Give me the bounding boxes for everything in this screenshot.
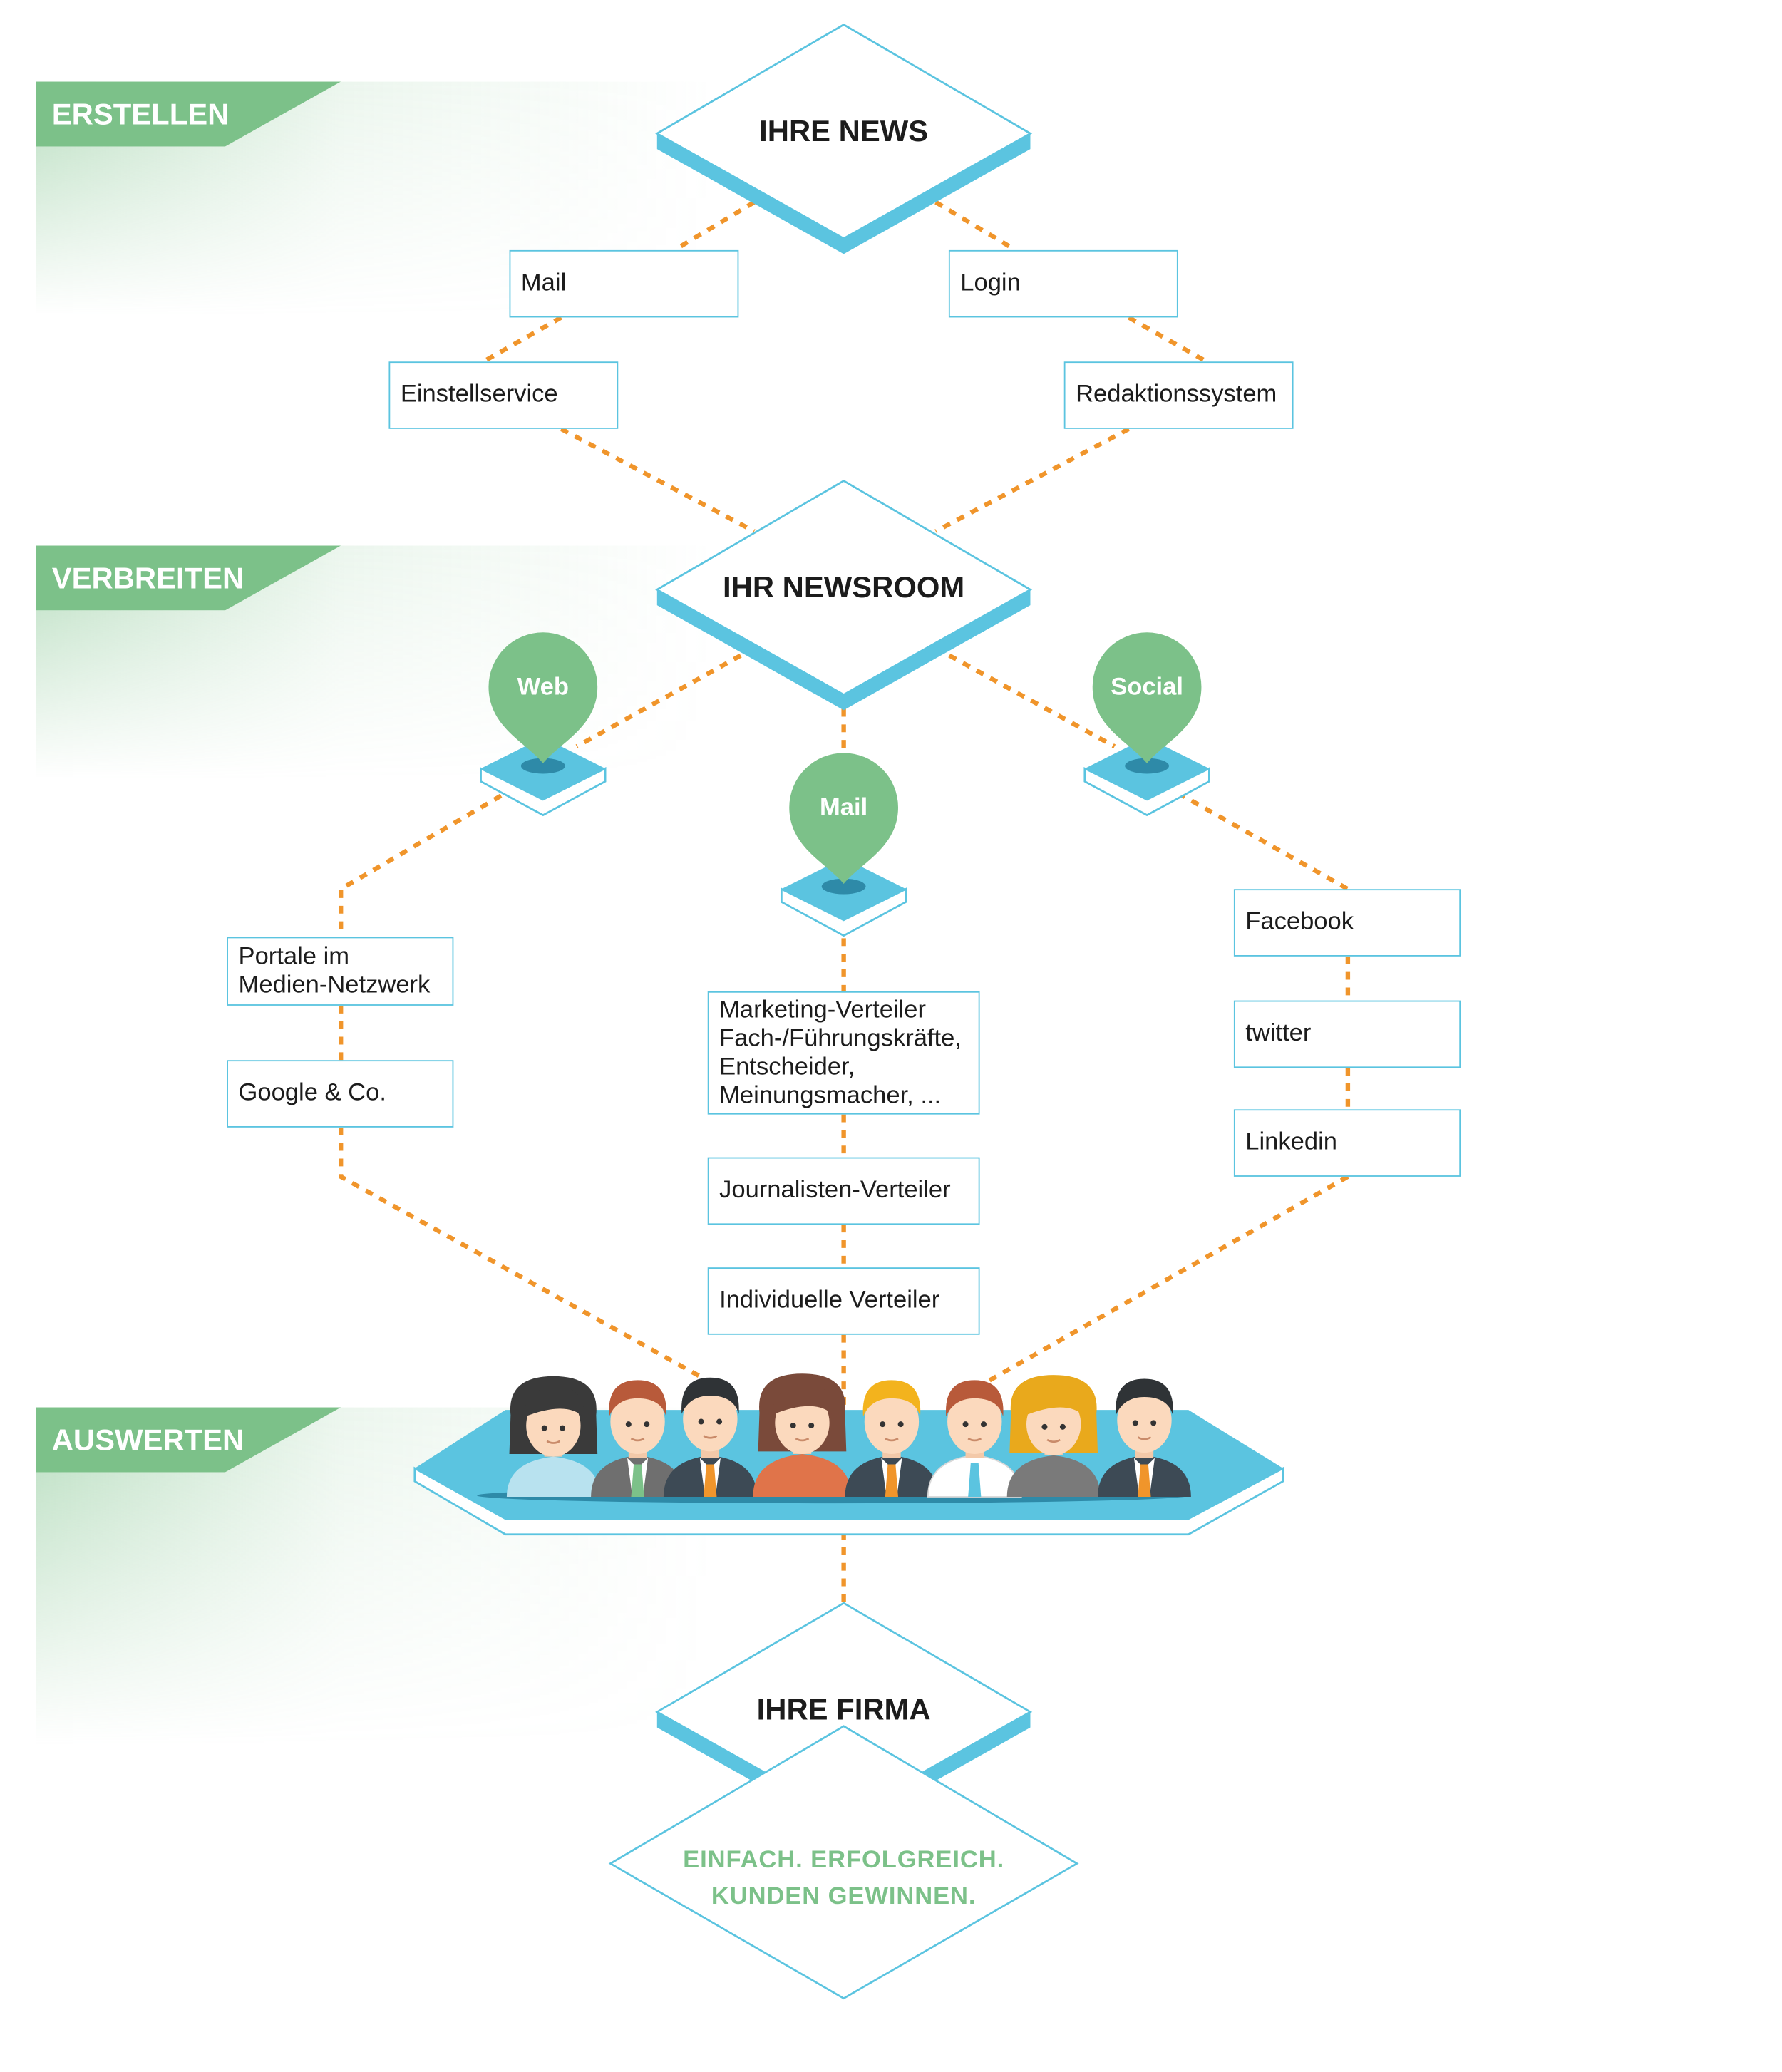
journalisten-label: Journalisten-Verteiler bbox=[719, 1176, 951, 1205]
marketing-label-line-3: Entscheider, bbox=[719, 1053, 855, 1081]
google-box: Google & Co. bbox=[227, 1060, 454, 1128]
slogan-line-2: KUNDEN GEWINNEN. bbox=[711, 1882, 977, 1910]
news-label: IHRE NEWS bbox=[759, 113, 929, 148]
person-icon bbox=[591, 1380, 684, 1497]
person-icon bbox=[753, 1373, 852, 1497]
login-input-label: Login bbox=[960, 269, 1021, 297]
redaktionssystem-box: Redaktionssystem bbox=[1063, 361, 1294, 429]
google-label: Google & Co. bbox=[238, 1079, 386, 1107]
facebook-box: Facebook bbox=[1233, 889, 1461, 957]
social-channel-label: Social bbox=[1111, 674, 1183, 701]
journalisten-verteiler-box: Journalisten-Verteiler bbox=[707, 1157, 980, 1225]
person-icon bbox=[663, 1377, 757, 1497]
mail-input-label: Mail bbox=[520, 269, 567, 297]
person-icon bbox=[927, 1380, 1022, 1498]
linkedin-box: Linkedin bbox=[1233, 1109, 1461, 1177]
person-icon bbox=[506, 1376, 600, 1497]
portale-box: Portale im Medien-Netzwerk bbox=[227, 937, 454, 1006]
social-pin-icon bbox=[1092, 632, 1202, 763]
company-label: IHRE FIRMA bbox=[756, 1692, 931, 1726]
marketing-label-line-1: Marketing-Verteiler bbox=[719, 996, 927, 1024]
individuelle-label: Individuelle Verteiler bbox=[719, 1287, 940, 1314]
social-platform bbox=[1083, 737, 1210, 817]
marketing-label-line-2: Fach-/Führungskräfte, bbox=[719, 1024, 962, 1052]
portale-label-line-2: Medien-Netzwerk bbox=[238, 971, 431, 999]
person-icon bbox=[1097, 1378, 1191, 1497]
web-channel-label: Web bbox=[517, 674, 569, 701]
marketing-verteiler-box: Marketing-Verteiler Fach-/Führungskräfte… bbox=[707, 991, 980, 1115]
news-diamond bbox=[655, 23, 1033, 254]
login-input-box: Login bbox=[948, 249, 1178, 318]
slogan-line-1: EINFACH. ERFOLGREICH. bbox=[683, 1846, 1005, 1875]
mail-pin-icon bbox=[789, 753, 898, 884]
facebook-label: Facebook bbox=[1245, 908, 1354, 936]
mail-channel-label: Mail bbox=[820, 794, 868, 822]
linkedin-label: Linkedin bbox=[1245, 1128, 1337, 1156]
portale-label-line-1: Portale im bbox=[238, 942, 350, 970]
individuelle-verteiler-box: Individuelle Verteiler bbox=[707, 1267, 980, 1335]
audience-people-icon bbox=[506, 1373, 1191, 1498]
einstellservice-label: Einstellservice bbox=[400, 381, 558, 408]
person-icon bbox=[1006, 1375, 1101, 1497]
twitter-label: twitter bbox=[1245, 1019, 1312, 1048]
twitter-box: twitter bbox=[1233, 1000, 1461, 1068]
newsroom-diamond bbox=[655, 479, 1033, 711]
einstellservice-box: Einstellservice bbox=[388, 361, 619, 429]
marketing-label-line-4: Meinungsmacher, ... bbox=[719, 1081, 942, 1109]
person-icon bbox=[845, 1380, 939, 1497]
connector-lines bbox=[338, 200, 1351, 1604]
redaktionssystem-label: Redaktionssystem bbox=[1076, 381, 1277, 408]
newsroom-label: IHR NEWSROOM bbox=[723, 569, 965, 604]
mail-input-box: Mail bbox=[509, 249, 739, 318]
slogan-diamond bbox=[608, 1725, 1079, 2000]
web-pin-icon bbox=[488, 632, 598, 763]
